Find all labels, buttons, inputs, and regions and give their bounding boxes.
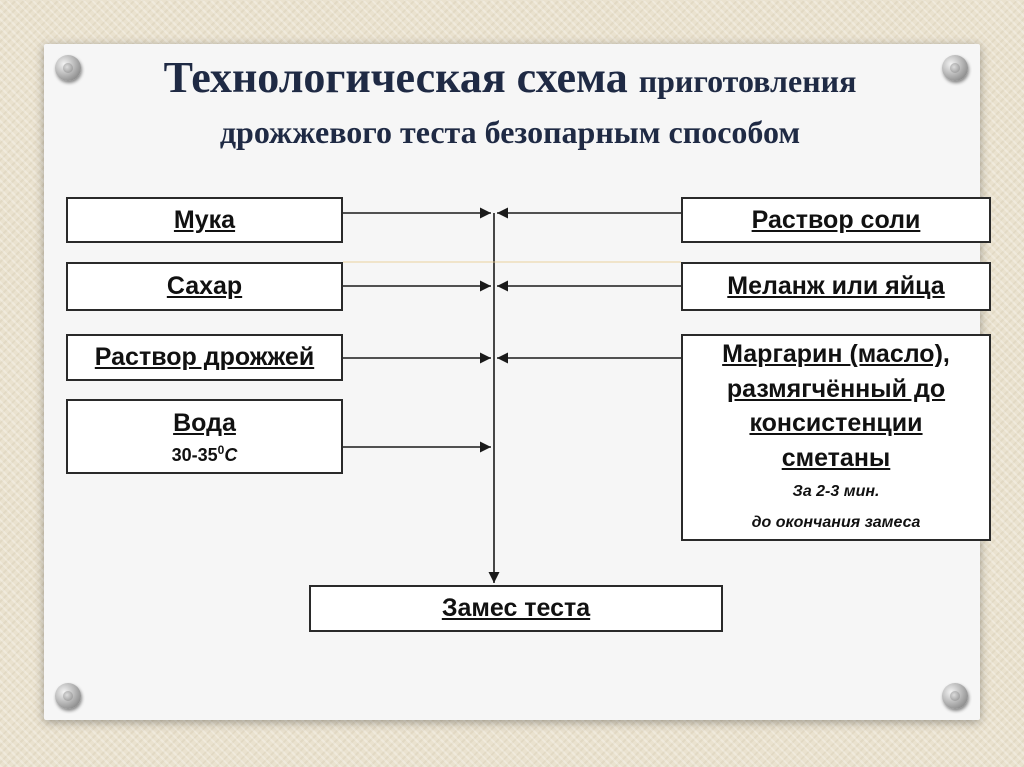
box-yeast-solution: Раствор дрожжей [66,334,343,381]
box-label: Меланж или яйца [727,272,945,301]
box-flour: Мука [66,197,343,243]
box-salt-solution: Раствор соли [681,197,991,243]
diagram-title: Технологическая схема приготовления [60,52,960,103]
box-label: Раствор дрожжей [94,343,315,372]
box-note: За 2-3 мин. [792,483,880,501]
box-dough-kneading: Замес теста [309,585,723,632]
pin-icon [942,55,968,81]
box-note: до окончания замеса [751,513,921,531]
diagram-subtitle: дрожжевого теста безопарным способом [219,114,801,150]
box-margarine: Маргарин (масло), размягчённый до консис… [681,334,991,541]
pin-icon [55,55,81,81]
box-label: Замес теста [441,594,591,623]
box-eggs: Меланж или яйца [681,262,991,311]
title-main: Технологическая схема [163,53,628,102]
box-label: Вода [173,408,236,437]
box-label: Маргарин (масло), размягчённый до консис… [722,340,950,472]
box-label: Мука [173,205,236,234]
pin-icon [942,683,968,709]
box-label: Сахар [166,272,243,301]
box-label: Раствор соли [751,205,921,234]
box-sugar: Сахар [66,262,343,311]
box-water: Вода 30-350С [66,399,343,474]
water-temperature: 30-350С [171,443,238,466]
pin-icon [55,683,81,709]
title-rest: приготовления [638,63,857,99]
